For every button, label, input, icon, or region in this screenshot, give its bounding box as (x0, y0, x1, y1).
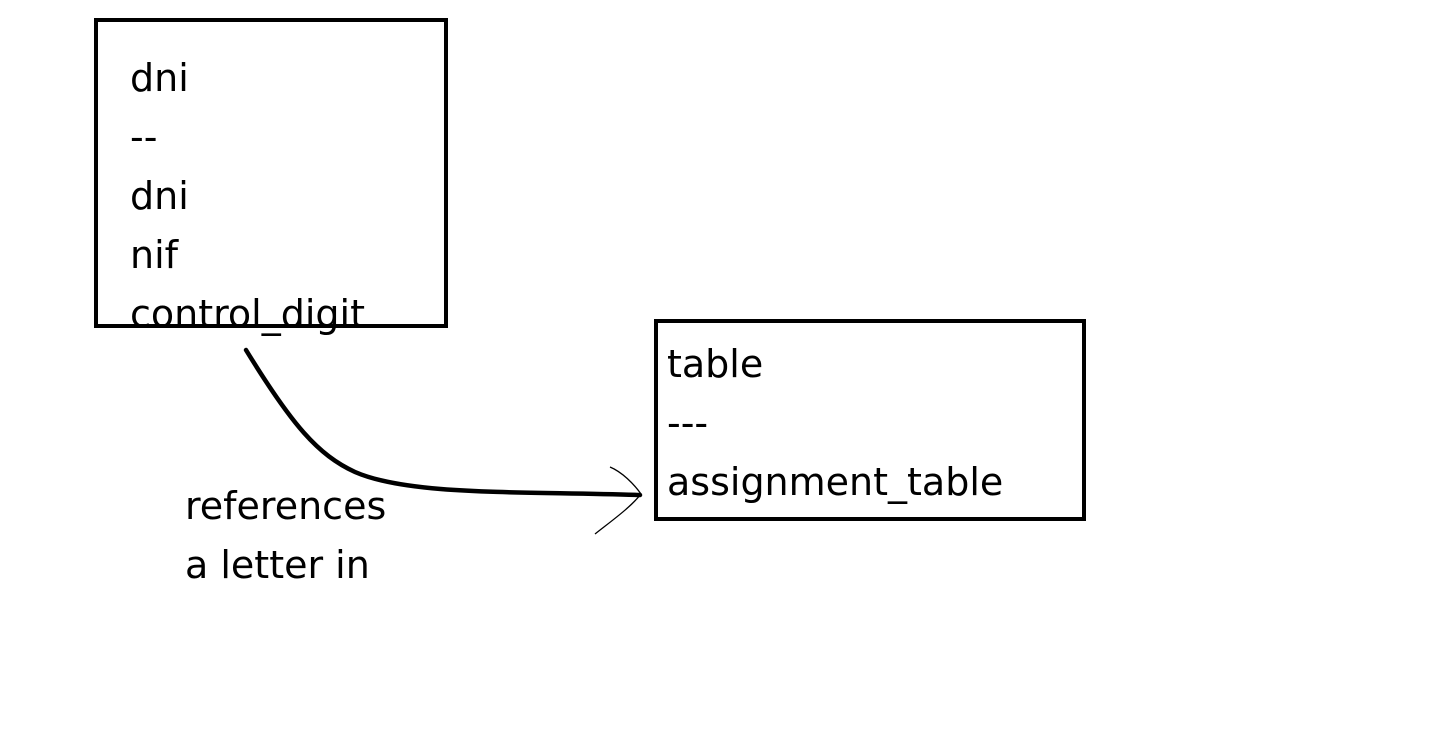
reference-arrow-curve (243, 347, 643, 498)
entity-table-box: table --- assignment_table (654, 319, 1086, 521)
relationship-label-line-2: a letter in (185, 543, 370, 587)
entity-table-title: table (667, 342, 764, 386)
entity-dni-field-control-digit: control_digit (130, 292, 365, 336)
entity-table-separator: --- (667, 401, 709, 445)
entity-dni-field-dni: dni (130, 174, 189, 218)
entity-table-field-assignment-table: assignment_table (667, 460, 1004, 504)
entity-dni-field-nif: nif (130, 233, 179, 277)
entity-dni-separator: -- (130, 115, 158, 159)
reference-arrow-head (594, 466, 642, 535)
entity-dni-box: dni -- dni nif control_digit (94, 18, 448, 336)
entity-dni-title: dni (130, 56, 189, 100)
relationship-label-line-1: references (185, 484, 387, 528)
